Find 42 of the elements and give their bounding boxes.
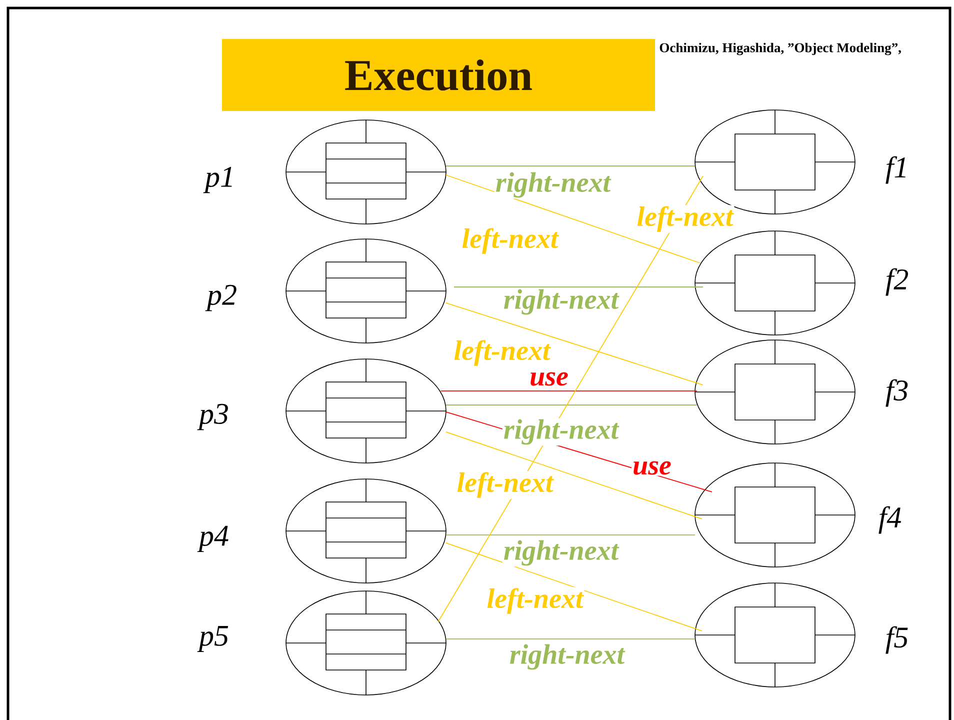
philosopher-ellipse (286, 358, 446, 464)
connector-line (440, 390, 698, 392)
node-name: p1 (203, 166, 232, 194)
title-banner: Execution (222, 39, 655, 111)
node-name: f3 (886, 379, 908, 407)
connector-line (446, 638, 696, 640)
philosopher-ellipse (286, 238, 446, 344)
connector-line (446, 404, 698, 406)
philosopher-ellipse (286, 120, 446, 224)
philosopher-ellipse (286, 590, 446, 696)
connector-line (454, 286, 704, 288)
edge-label: right-next (502, 418, 620, 446)
node-name: f2 (886, 268, 908, 296)
node-name: f5 (886, 626, 908, 654)
connector-line (446, 534, 696, 536)
edge-label: use (528, 371, 570, 387)
fork-ellipse (694, 462, 856, 568)
edge-label: left-next (456, 471, 554, 499)
philosopher-ellipse (286, 478, 446, 584)
fork-ellipse (694, 230, 856, 336)
edge-label: right-next (508, 643, 626, 671)
citation-text: Ochimizu, Higashida, ”Object Modeling”, (660, 42, 901, 56)
edge-label: right-next (494, 171, 612, 199)
edge-label: left-next (636, 205, 734, 233)
node-name: f1 (886, 156, 906, 184)
node-name: p5 (197, 626, 228, 652)
edge-label: left-next (460, 227, 560, 255)
edge-label: right-next (502, 539, 620, 567)
connector-line (446, 432, 702, 520)
node-name: f4 (878, 506, 901, 534)
connector-line (446, 174, 700, 264)
node-name: p2 (205, 284, 236, 312)
edge-label: left-next (452, 339, 552, 367)
edge-label: left-next (486, 587, 584, 615)
connector-line (446, 302, 704, 386)
edge-label: right-next (502, 288, 620, 316)
connector-line (446, 542, 702, 632)
fork-ellipse (694, 340, 856, 444)
node-name: p4 (197, 526, 228, 552)
fork-ellipse (694, 582, 856, 688)
edge-label: use (632, 460, 672, 476)
node-name: p3 (197, 404, 228, 430)
